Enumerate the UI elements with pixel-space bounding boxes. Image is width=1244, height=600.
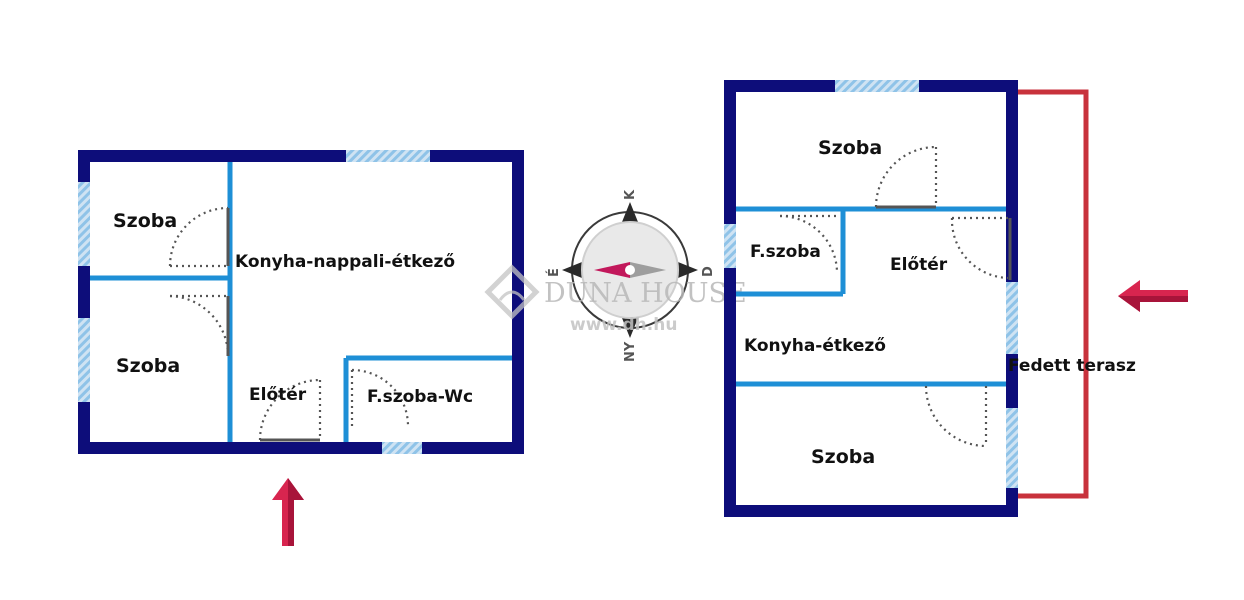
right-label-fszoba: F.szoba xyxy=(750,242,821,262)
left-door-szoba-top xyxy=(168,206,229,268)
right-floor-plan: Szoba F.szoba Előtér Konyha-étkező Szoba… xyxy=(724,80,1136,517)
left-label-eloter: Előtér xyxy=(249,385,307,405)
left-label-szoba-top: Szoba xyxy=(113,210,177,232)
right-door-szoba-bottom xyxy=(924,385,988,448)
left-outer-walls xyxy=(78,150,524,454)
compass-south: NY xyxy=(623,341,638,362)
left-door-entrance xyxy=(258,378,322,441)
right-door-entrance xyxy=(950,216,1009,280)
right-label-szoba-top: Szoba xyxy=(818,137,882,159)
left-label-konyha: Konyha-nappali-étkező xyxy=(235,252,455,272)
compass-north: K xyxy=(623,189,638,200)
right-window-right-2 xyxy=(1006,408,1018,488)
right-label-konyha: Konyha-étkező xyxy=(744,336,886,356)
left-door-szoba-bottom xyxy=(169,294,230,357)
right-window-right-1 xyxy=(1006,282,1018,354)
right-door-szoba-top xyxy=(874,145,938,208)
watermark-brand: DUNA HOUSE xyxy=(544,278,747,309)
right-label-terasz: Fedett terasz xyxy=(1008,356,1136,376)
entrance-arrow-icon xyxy=(272,478,304,546)
right-label-eloter: Előtér xyxy=(890,255,948,275)
compass-icon: K D NY É xyxy=(546,189,716,362)
left-door-fszoba xyxy=(350,368,410,427)
duna-house-logo-icon xyxy=(484,264,540,320)
right-door-fszoba xyxy=(779,214,839,274)
left-window-top xyxy=(346,150,430,162)
right-label-szoba-bottom: Szoba xyxy=(811,446,875,468)
right-window-left xyxy=(724,224,736,268)
left-window-left-2 xyxy=(78,318,90,402)
watermark-url: www.dh.hu xyxy=(570,315,677,335)
left-window-left-1 xyxy=(78,182,90,266)
compass-west: É xyxy=(546,268,562,277)
compass-east: D xyxy=(701,266,716,277)
left-label-fszoba: F.szoba-Wc xyxy=(367,387,473,407)
terrace-outline xyxy=(1012,89,1089,499)
entrance-arrow-icon xyxy=(1118,280,1188,312)
left-window-bottom xyxy=(382,442,422,454)
left-floor-plan: Szoba Szoba Konyha-nappali-étkező Előtér… xyxy=(78,150,524,454)
right-window-top xyxy=(835,80,919,92)
left-label-szoba-bottom: Szoba xyxy=(116,355,180,377)
